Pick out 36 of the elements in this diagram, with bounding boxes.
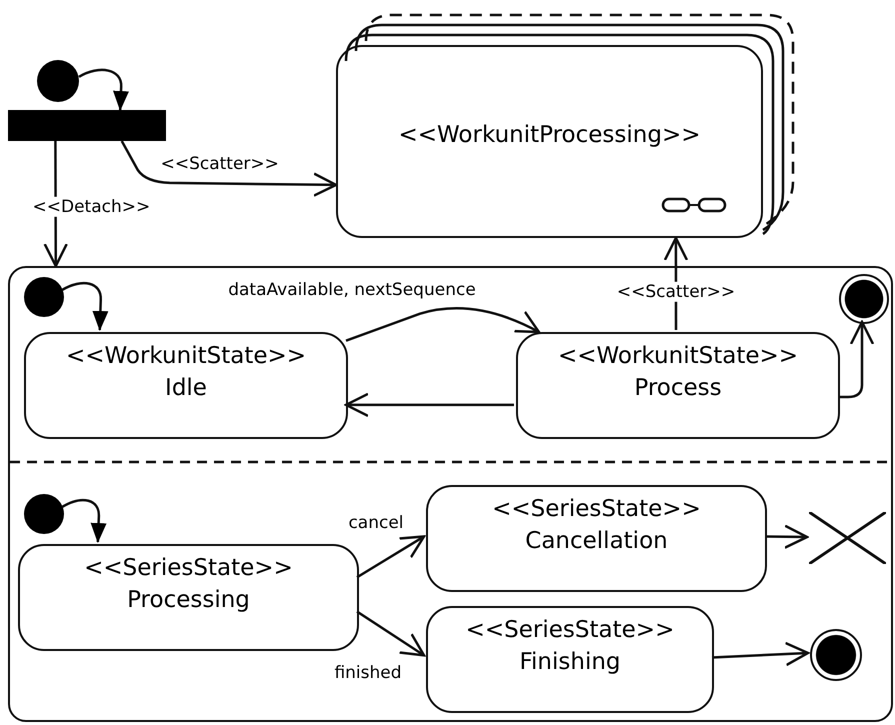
state-name: Finishing xyxy=(519,648,621,677)
edge-label: dataAvailable, nextSequence xyxy=(226,280,478,300)
state-name: Process xyxy=(634,374,722,403)
transition-arrow xyxy=(78,68,129,111)
state-name: Processing xyxy=(127,586,250,615)
terminate-cross xyxy=(809,512,886,564)
transition-arrow xyxy=(61,498,107,543)
stereotype-label: <<WorkunitState>> xyxy=(66,342,306,371)
initial-state-dot xyxy=(24,277,64,317)
transition-arrow xyxy=(712,642,810,666)
stereotype-label: <<WorkunitState>> xyxy=(558,342,798,371)
state-box xyxy=(426,606,714,713)
state-box xyxy=(516,332,840,439)
state-box xyxy=(18,544,359,651)
transition-arrow xyxy=(764,524,808,549)
transition-arrow xyxy=(838,320,874,398)
stereotype-label: <<WorkunitProcessing>> xyxy=(398,120,700,150)
final-state-marker xyxy=(839,274,889,324)
state-name: Idle xyxy=(165,374,207,403)
initial-state-dot xyxy=(24,494,64,534)
composite-state-box xyxy=(8,266,893,722)
transition-arrow xyxy=(61,282,108,331)
state-box xyxy=(24,332,348,439)
final-state-marker xyxy=(810,629,862,681)
state-name: Cancellation xyxy=(525,527,668,556)
transition-arrow xyxy=(356,610,426,657)
transition-arrow xyxy=(344,392,514,418)
stereotype-label: <<SeriesState>> xyxy=(492,495,701,524)
state-box xyxy=(426,485,767,592)
transition-arrow xyxy=(346,307,540,342)
stereotype-label: <<SeriesState>> xyxy=(466,616,674,645)
transition-arrow xyxy=(356,535,426,578)
fork-bar xyxy=(8,110,166,141)
stereotype-label: <<SeriesState>> xyxy=(84,554,293,583)
transition-arrow xyxy=(120,140,338,197)
initial-state-dot xyxy=(37,60,79,102)
